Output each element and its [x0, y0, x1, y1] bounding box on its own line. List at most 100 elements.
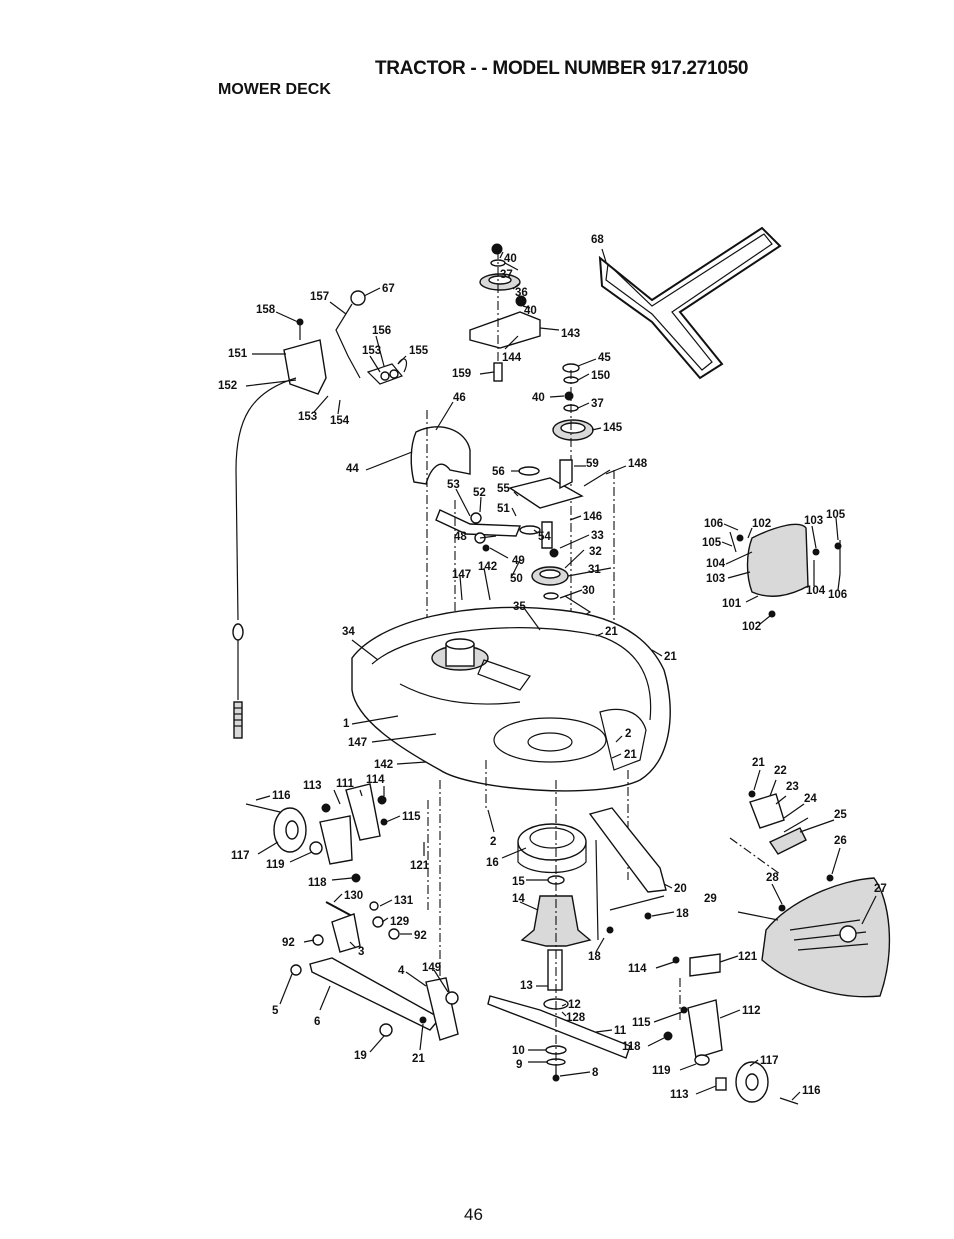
idler-arm-assembly: [435, 459, 615, 720]
callout: 151: [228, 348, 248, 360]
callout: 103: [804, 515, 823, 527]
callout: 25: [834, 809, 847, 821]
callout: 121: [410, 860, 430, 872]
callout: 15: [512, 876, 525, 888]
callout: 146: [583, 511, 602, 523]
mower-deck-housing: [351, 606, 671, 880]
callout: 118: [308, 877, 327, 889]
callout: 21: [752, 757, 765, 769]
callout: 128: [566, 1012, 586, 1024]
right-gauge-wheel: [663, 953, 799, 1105]
callout: 119: [266, 859, 285, 871]
leader-lines: [245, 248, 877, 1101]
callout: 32: [589, 546, 602, 558]
callout: 68: [591, 234, 604, 246]
right-lift-arm: [588, 807, 667, 941]
callout: 20: [674, 883, 687, 895]
callout: 46: [453, 392, 466, 404]
callout: 18: [676, 908, 689, 920]
callout: 56: [492, 466, 505, 478]
callout: 59: [586, 458, 599, 470]
callout: 112: [742, 1005, 761, 1017]
callout: 33: [591, 530, 604, 542]
callout: 105: [702, 537, 722, 549]
callout: 40: [524, 305, 537, 317]
callout: 106: [828, 589, 847, 601]
callout: 50: [510, 573, 523, 585]
callout: 44: [346, 463, 359, 475]
callout: 149: [422, 962, 441, 974]
callout: 31: [588, 564, 601, 576]
callout: 21: [624, 749, 637, 761]
deck-pulley: [531, 566, 592, 641]
callout: 6: [314, 1016, 320, 1028]
callout: 114: [366, 774, 385, 786]
drive-belt-illustration: [598, 226, 782, 380]
lift-link-assembly: [290, 901, 459, 1041]
callout: 28: [766, 872, 779, 884]
callout: 145: [603, 422, 623, 434]
callout: 37: [500, 269, 513, 281]
callout: 34: [342, 626, 355, 638]
callout: 49: [512, 555, 525, 567]
callout: 21: [605, 626, 618, 638]
callout: 12: [568, 999, 581, 1011]
callout: 10: [512, 1045, 525, 1057]
callout: 131: [394, 895, 414, 907]
callout: 21: [412, 1053, 425, 1065]
callout: 104: [806, 585, 826, 597]
callout: 148: [628, 458, 648, 470]
callout: 101: [722, 598, 742, 610]
callout: 3: [358, 946, 364, 958]
callout: 14: [512, 893, 525, 905]
callout: 104: [706, 558, 726, 570]
callout: 155: [409, 345, 429, 357]
callout: 13: [520, 980, 533, 992]
callout: 45: [598, 352, 611, 364]
callout: 117: [760, 1055, 779, 1067]
callout: 144: [502, 352, 522, 364]
callout: 102: [752, 518, 771, 530]
callout: 156: [372, 325, 391, 337]
callout: 30: [582, 585, 595, 597]
upper-pulley-stack: [469, 243, 594, 700]
section-title: MOWER DECK: [218, 81, 331, 98]
callout: 19: [354, 1050, 367, 1062]
callout: 2: [490, 836, 496, 848]
callout: 159: [452, 368, 471, 380]
callout: 111: [336, 778, 355, 790]
callout: 52: [473, 487, 486, 499]
callout: 22: [774, 765, 787, 777]
callout: 116: [802, 1085, 821, 1097]
callout: 130: [344, 890, 363, 902]
callout: 92: [282, 937, 295, 949]
callout: 53: [447, 479, 460, 491]
callout: 1: [343, 718, 350, 730]
callout: 37: [591, 398, 604, 410]
callout: 157: [310, 291, 329, 303]
callout: 115: [632, 1017, 651, 1029]
callout: 119: [652, 1065, 671, 1077]
lift-lever-assembly: [283, 290, 408, 395]
callout: 36: [515, 287, 528, 299]
callout: 129: [390, 916, 409, 928]
page-number: 46: [464, 1205, 483, 1224]
mulching-baffle: [729, 523, 842, 618]
callout: 92: [414, 930, 427, 942]
callout: 113: [303, 780, 322, 792]
callout: 114: [628, 963, 647, 975]
callout: 8: [592, 1067, 599, 1079]
discharge-chute-assembly: [729, 790, 891, 998]
callout: 116: [272, 790, 291, 802]
callout: 11: [614, 1025, 627, 1037]
callout: 40: [504, 253, 517, 265]
callout: 121: [738, 951, 758, 963]
callout: 27: [874, 883, 887, 895]
callout: 153: [362, 345, 381, 357]
lift-cable: [232, 377, 297, 739]
callout: 55: [497, 483, 510, 495]
callout: 35: [513, 601, 526, 613]
callout-labels: 40 37 36 40 68 143 144 45 159 150 40 37 …: [218, 234, 887, 1101]
callout: 142: [374, 759, 393, 771]
